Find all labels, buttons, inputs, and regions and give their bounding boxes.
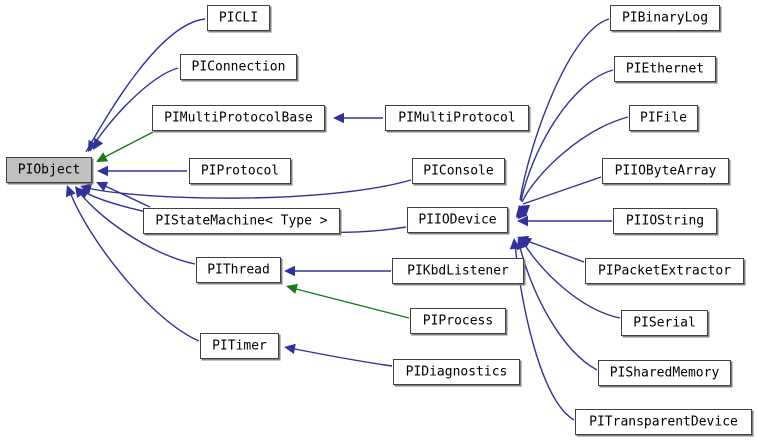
edge-piethernet-to-piiodevice bbox=[520, 69, 614, 202]
class-node-label: PIIODevice bbox=[418, 212, 497, 227]
arrowhead-pistatemachine bbox=[96, 181, 109, 192]
class-node-label: PIIOByteArray bbox=[614, 163, 717, 178]
class-node-label: PITransparentDevice bbox=[589, 414, 738, 429]
class-node-pitransparentdevice[interactable]: PITransparentDevice bbox=[575, 409, 752, 435]
class-node-label: PIObject bbox=[17, 162, 81, 177]
class-node-piserial[interactable]: PISerial bbox=[621, 310, 708, 336]
class-node-label: PIDiagnostics bbox=[405, 364, 508, 379]
arrowhead-pisharedmemory bbox=[516, 238, 527, 251]
class-node-label: PITimer bbox=[212, 338, 267, 353]
edge-picli-to-piobject bbox=[85, 18, 206, 153]
class-node-piiostring[interactable]: PIIOString bbox=[613, 208, 717, 234]
edge-pimultiprotocolbase-to-piobject bbox=[98, 131, 154, 161]
class-node-pipacketextractor[interactable]: PIPacketExtractor bbox=[585, 258, 744, 284]
class-node-label: PIKbdListener bbox=[407, 263, 509, 278]
class-node-label: PISharedMemory bbox=[609, 365, 720, 380]
class-node-pibinarylog[interactable]: PIBinaryLog bbox=[610, 5, 720, 31]
class-node-pifile[interactable]: PIFile bbox=[629, 105, 698, 131]
class-node-pidiagnostics[interactable]: PIDiagnostics bbox=[393, 359, 520, 385]
arrowhead-piprotocol bbox=[97, 165, 108, 177]
class-node-label: PIStateMachine< Type > bbox=[155, 213, 328, 228]
arrowhead-pithread bbox=[75, 186, 86, 198]
class-node-pimultiprotocol[interactable]: PIMultiProtocol bbox=[385, 105, 529, 131]
edge-pistatemachine-to-piobject bbox=[100, 183, 151, 208]
arrowhead-piethernet bbox=[516, 206, 527, 218]
class-node-piprocess[interactable]: PIProcess bbox=[410, 308, 506, 334]
arrowhead-pimultiprotocolbase bbox=[96, 152, 109, 162]
class-node-label: PIConnection bbox=[191, 59, 286, 74]
class-node-piconnection[interactable]: PIConnection bbox=[180, 54, 297, 80]
class-node-label: PIFile bbox=[640, 110, 687, 125]
class-node-label: PIIOString bbox=[625, 213, 705, 228]
arrowhead-piconnection bbox=[93, 137, 104, 150]
arrowhead-pitimer bbox=[65, 185, 76, 198]
class-node-label: PICLI bbox=[218, 10, 259, 25]
arrowhead-pikbdlistener bbox=[284, 265, 295, 277]
class-node-piiobytearray[interactable]: PIIOByteArray bbox=[602, 158, 729, 184]
edge-piiobytearray-to-piiodevice bbox=[522, 176, 602, 205]
class-node-pisharedmemory[interactable]: PISharedMemory bbox=[598, 360, 731, 386]
arrowhead-pimultiprotocol bbox=[333, 112, 344, 124]
class-node-piconsole[interactable]: PIConsole bbox=[412, 158, 505, 184]
class-node-piprotocol[interactable]: PIProtocol bbox=[189, 158, 291, 184]
edge-pidiagnostics-to-pitimer bbox=[289, 347, 393, 367]
class-node-piiodevice[interactable]: PIIODevice bbox=[407, 207, 508, 233]
edge-piprocess-to-pithread bbox=[291, 287, 410, 319]
arrowhead-piprocess bbox=[286, 283, 298, 294]
class-node-picli[interactable]: PICLI bbox=[207, 5, 270, 31]
class-node-label: PISerial bbox=[633, 315, 696, 330]
arrowhead-piiobytearray bbox=[518, 204, 531, 215]
arrowhead-pibinarylog bbox=[515, 205, 527, 217]
arrowhead-piiodevice bbox=[78, 188, 90, 199]
edge-pibinarylog-to-piiodevice bbox=[519, 18, 610, 201]
class-node-label: PIProtocol bbox=[200, 163, 280, 178]
class-node-pikbdlistener[interactable]: PIKbdListener bbox=[392, 258, 524, 284]
class-node-label: PIEthernet bbox=[625, 61, 705, 76]
arrowhead-pifile bbox=[517, 207, 528, 220]
arrowhead-pitransparentdevice bbox=[509, 238, 521, 250]
class-node-pimultiprotocolbase[interactable]: PIMultiProtocolBase bbox=[152, 105, 325, 131]
class-node-piobject[interactable]: PIObject bbox=[6, 157, 92, 183]
class-node-pithread[interactable]: PIThread bbox=[196, 257, 281, 283]
arrowhead-piconsole bbox=[80, 183, 92, 194]
arrowhead-pipacketextractor bbox=[517, 235, 530, 246]
class-node-label: PIProcess bbox=[422, 313, 494, 328]
class-node-label: PIThread bbox=[207, 262, 270, 277]
class-node-pistatemachine[interactable]: PIStateMachine< Type > bbox=[143, 208, 340, 234]
class-node-label: PIPacketExtractor bbox=[597, 263, 732, 278]
arrowhead-piserial bbox=[520, 237, 533, 248]
class-node-label: PIBinaryLog bbox=[621, 10, 709, 25]
arrowhead-pidiagnostics bbox=[284, 343, 296, 355]
class-node-piethernet[interactable]: PIEthernet bbox=[614, 56, 716, 82]
arrowhead-piiostring bbox=[517, 215, 528, 227]
class-node-label: PIMultiProtocolBase bbox=[164, 110, 313, 125]
arrowhead-picli bbox=[88, 139, 98, 152]
class-node-label: PIConsole bbox=[423, 163, 494, 178]
class-node-label: PIMultiProtocol bbox=[398, 110, 516, 125]
class-node-pitimer[interactable]: PITimer bbox=[200, 333, 279, 359]
edge-pipacketextractor-to-piiodevice bbox=[521, 238, 585, 263]
